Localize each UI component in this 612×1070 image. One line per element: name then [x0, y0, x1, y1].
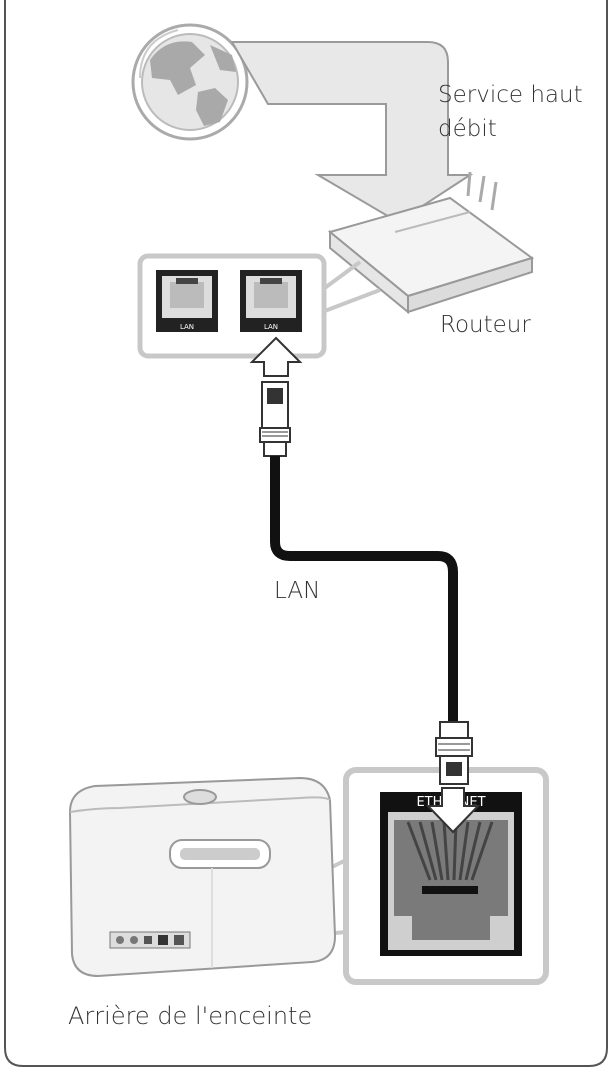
diagram-border [4, 0, 608, 1067]
broadband-service-label: Service haut débit [438, 82, 583, 142]
speaker-ethernet-port [380, 792, 522, 956]
speaker-rear-label: Arrière de l'enceinte [68, 1002, 313, 1030]
router-lan-port-2 [240, 270, 302, 332]
router-port-2-label: LAN [264, 323, 278, 331]
lan-cable [270, 456, 458, 722]
insert-arrow-speaker [425, 787, 481, 834]
service-arrow [230, 41, 474, 224]
speaker-icon [68, 776, 337, 978]
rj45-plug-speaker [435, 721, 473, 785]
lan-cable-label: LAN [274, 578, 321, 604]
router-lan-port-1 [156, 270, 218, 332]
router-icon [327, 171, 535, 315]
globe-icon [131, 23, 249, 141]
router-port-1-label: LAN [180, 323, 194, 331]
router-label: Routeur [440, 312, 531, 338]
rj45-plug-router [259, 381, 291, 457]
router-callout-connector [320, 260, 381, 314]
insert-arrow-router [249, 336, 303, 377]
